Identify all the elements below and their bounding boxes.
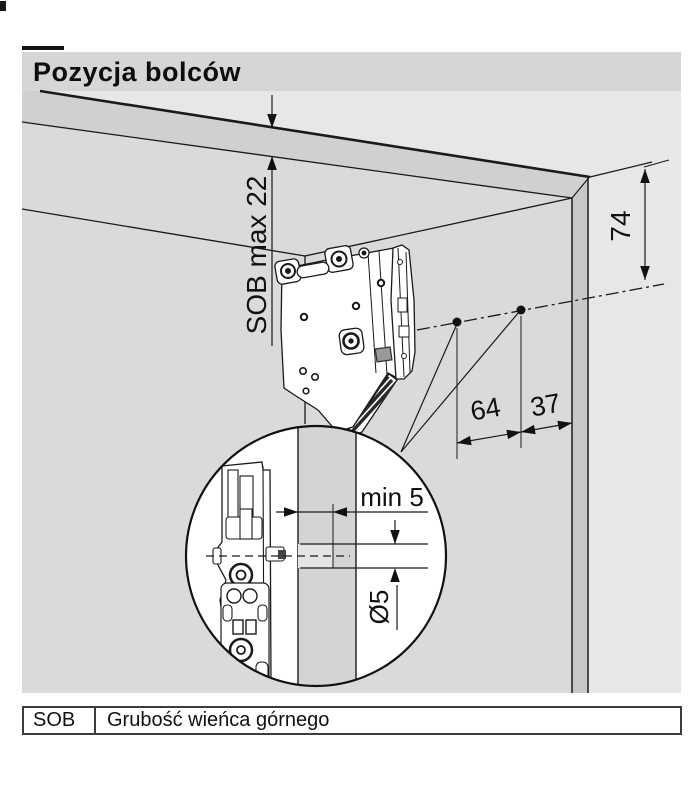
dim-74: 74 bbox=[605, 159, 670, 280]
legend-term: SOB bbox=[24, 708, 96, 733]
bolt-point-right bbox=[516, 305, 526, 315]
header-accent-bar bbox=[22, 46, 64, 50]
dim-label-dia5: Ø5 bbox=[364, 590, 394, 625]
dim-64-37: 64 37 bbox=[456, 316, 573, 459]
detail-circle: min 5 Ø5 bbox=[184, 424, 448, 688]
lift-mechanism-side-view bbox=[212, 461, 286, 686]
legend-definition: Grubość wieńca górnego bbox=[107, 709, 330, 731]
bolt-point-left bbox=[452, 317, 462, 327]
detail-circle-outline bbox=[184, 424, 448, 688]
lift-mechanism-front-view bbox=[274, 244, 416, 440]
dim-label-37: 37 bbox=[528, 388, 563, 423]
side-panel-front-edge bbox=[572, 178, 588, 693]
top-panel-front-face bbox=[22, 91, 590, 198]
dim-min5: min 5 bbox=[276, 482, 428, 568]
page-title: Pozycja bolców bbox=[33, 57, 242, 87]
dim-sob-max: SOB max 22 bbox=[241, 95, 277, 346]
dim-label-min5: min 5 bbox=[360, 482, 424, 512]
dim-label-sob-max: SOB max 22 bbox=[241, 176, 272, 335]
detail-leader-lines bbox=[400, 311, 520, 453]
legend-table: SOB Grubość wieńca górnego bbox=[22, 706, 682, 735]
dim-dia5: Ø5 bbox=[300, 520, 428, 630]
scan-corner-mark bbox=[0, 1, 6, 11]
dim-label-74: 74 bbox=[605, 210, 636, 241]
title-bar: Pozycja bolców bbox=[22, 52, 681, 91]
dim-label-64: 64 bbox=[468, 392, 503, 427]
